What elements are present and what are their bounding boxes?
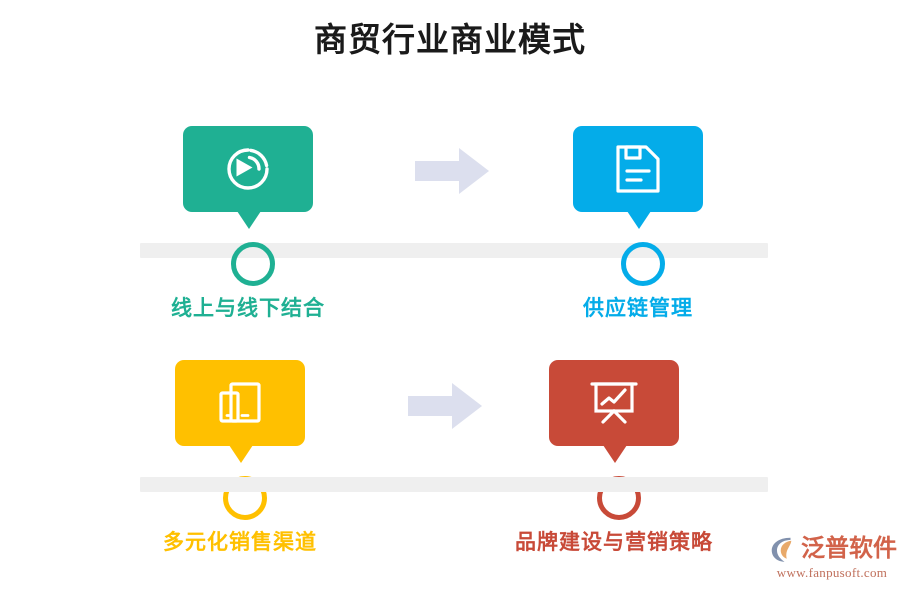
watermark-url: www.fanpusoft.com: [776, 565, 888, 580]
card-supply-chain[interactable]: [573, 126, 703, 212]
flow-arrow-row-2: [408, 383, 482, 434]
timeline-marker-online-offline[interactable]: [231, 242, 275, 286]
broadcast-play-icon: [183, 126, 313, 212]
watermark-brand-name: 泛普软件: [801, 535, 897, 562]
page-title: 商贸行业商业模式: [314, 21, 586, 58]
presentation-chart-icon: [549, 360, 679, 446]
node-label-sales-channel: 多元化销售渠道: [163, 531, 317, 554]
timeline-bar-row-2: [140, 477, 768, 492]
timeline-bar-row-1: [140, 243, 768, 258]
card-sales-channel[interactable]: [175, 360, 305, 446]
card-tail-online-offline: [237, 211, 261, 229]
fanpu-logo-icon: [771, 537, 792, 562]
card-tail-supply-chain: [627, 211, 651, 229]
node-label-online-offline: 线上与线下结合: [171, 297, 325, 320]
timeline-marker-supply-chain[interactable]: [621, 242, 665, 286]
card-online-offline[interactable]: [183, 126, 313, 212]
card-brand-market[interactable]: [549, 360, 679, 446]
card-tail-sales-channel: [229, 445, 253, 463]
node-label-brand-market: 品牌建设与营销策略: [515, 531, 713, 554]
watermark-brand-row: 泛普软件: [768, 534, 897, 564]
flow-arrow-row-1: [415, 148, 489, 199]
devices-icon: [175, 360, 305, 446]
watermark-logo: 泛普软件 www.fanpusoft.com: [768, 534, 897, 590]
arrow-right-icon: [415, 148, 489, 194]
document-save-icon: [573, 126, 703, 212]
arrow-right-icon: [408, 383, 482, 429]
node-label-supply-chain: 供应链管理: [583, 297, 693, 320]
card-tail-brand-market: [603, 445, 627, 463]
